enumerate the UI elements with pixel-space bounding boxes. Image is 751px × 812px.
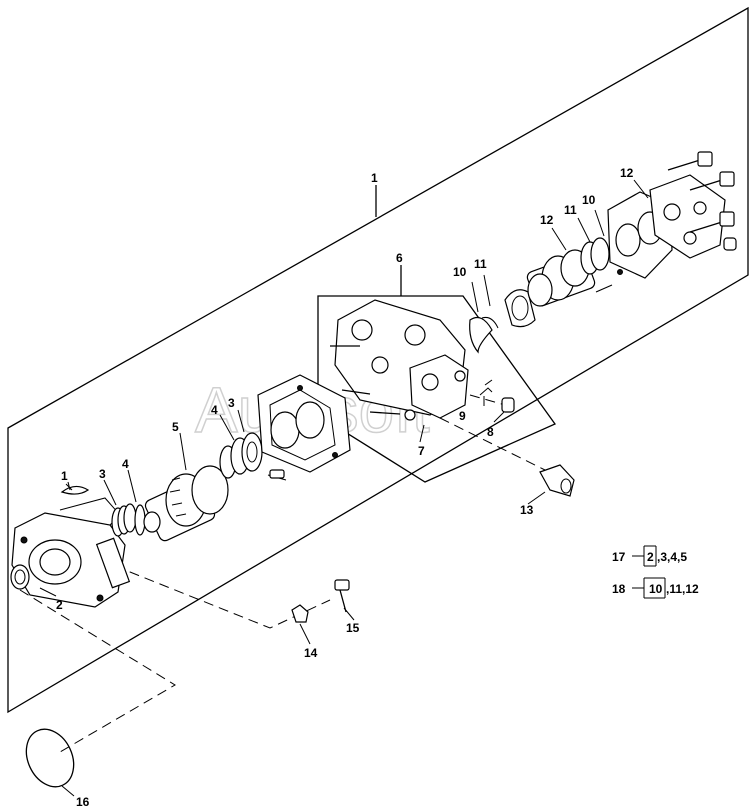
pin-9 bbox=[479, 387, 493, 396]
fitting-13 bbox=[539, 464, 575, 497]
callout-2-leader bbox=[39, 587, 57, 597]
bolt-8 bbox=[501, 397, 515, 413]
callout-2: 2 bbox=[56, 598, 63, 612]
callout-4-left: 4 bbox=[122, 457, 129, 471]
legend-18-rest: ,11,12 bbox=[666, 582, 699, 596]
callout-11-left-leader bbox=[483, 274, 491, 307]
drive-gear-5 bbox=[143, 465, 229, 542]
kit-legend-17: 17 2 ,3,4,5 bbox=[612, 545, 687, 567]
callout-1-small-leader bbox=[67, 481, 71, 491]
callout-8-leader bbox=[493, 411, 505, 423]
callout-10-left-leader bbox=[471, 281, 479, 313]
kit-legend-18: 18 10 ,11,12 bbox=[612, 577, 699, 599]
front-housing bbox=[11, 497, 131, 608]
callout-15-leader bbox=[343, 607, 355, 621]
callout-12-lower: 12 bbox=[540, 213, 554, 227]
callout-4-left-leader bbox=[127, 469, 137, 503]
legend-18-item: 18 bbox=[612, 582, 626, 596]
callout-15: 15 bbox=[346, 621, 360, 635]
callout-12-upper: 12 bbox=[620, 166, 634, 180]
callout-13-leader bbox=[527, 491, 546, 505]
callout-14-leader bbox=[299, 623, 311, 645]
gear-housing bbox=[257, 374, 351, 481]
callout-8: 8 bbox=[487, 425, 494, 439]
seal-rings-10-11-right bbox=[580, 237, 610, 275]
callout-6: 6 bbox=[396, 251, 403, 265]
callout-16-leader bbox=[61, 785, 75, 797]
callout-3-upper: 3 bbox=[228, 396, 235, 410]
callout-10-right-leader bbox=[594, 209, 605, 237]
nut-14 bbox=[291, 604, 309, 623]
rear-cover bbox=[649, 174, 726, 259]
callout-5: 5 bbox=[172, 420, 179, 434]
callout-9: 9 bbox=[459, 409, 466, 423]
seal-1 bbox=[60, 485, 90, 495]
gasket-4-left bbox=[134, 504, 146, 536]
callout-16: 16 bbox=[76, 795, 90, 809]
dashed-leader-to-13 bbox=[439, 417, 546, 471]
legend-17-item: 17 bbox=[612, 550, 626, 564]
callout-10-left: 10 bbox=[453, 265, 467, 279]
dashed-leader-2-to-16 bbox=[19, 589, 176, 753]
wear-plate-3-4 bbox=[219, 432, 263, 479]
center-section-6 bbox=[330, 299, 469, 421]
legend-18-kit: 10 bbox=[649, 582, 663, 596]
callout-3-upper-leader bbox=[237, 409, 245, 433]
callout-11-right: 11 bbox=[564, 203, 577, 217]
assembly-boundary bbox=[7, 6, 749, 714]
bolt-15 bbox=[334, 579, 350, 613]
callout-3-left-leader bbox=[103, 479, 117, 506]
callout-13: 13 bbox=[520, 503, 534, 517]
dashed-leader-housing-to-14 bbox=[99, 559, 331, 629]
dashed-leader-bolt-8 bbox=[469, 394, 506, 406]
legend-17-kit: 2 bbox=[647, 550, 654, 564]
callout-11-left: 11 bbox=[474, 257, 487, 271]
callout-3-left: 3 bbox=[99, 467, 106, 481]
seal-rings-10-11-left bbox=[469, 317, 499, 354]
cap-bolts bbox=[667, 151, 737, 251]
shaft-seal-2 bbox=[10, 564, 30, 590]
callout-5-leader bbox=[179, 432, 187, 471]
callout-12-upper-leader bbox=[633, 179, 649, 199]
callout-1-small: 1 bbox=[61, 469, 68, 483]
o-ring-16 bbox=[25, 728, 75, 788]
callout-11-right-leader bbox=[577, 217, 591, 243]
callout-1-main: 1 bbox=[371, 171, 378, 185]
thrust-plate bbox=[504, 289, 536, 328]
spring-3-left bbox=[111, 503, 137, 537]
callout-14: 14 bbox=[304, 646, 318, 660]
callout-7: 7 bbox=[418, 444, 425, 458]
callout-4-upper: 4 bbox=[211, 403, 218, 417]
callout-12-lower-leader bbox=[551, 227, 567, 251]
callout-7-leader bbox=[419, 424, 425, 443]
callout-10-right: 10 bbox=[582, 193, 596, 207]
legend-17-rest: ,3,4,5 bbox=[657, 550, 687, 564]
callout-4-upper-leader bbox=[219, 414, 235, 441]
